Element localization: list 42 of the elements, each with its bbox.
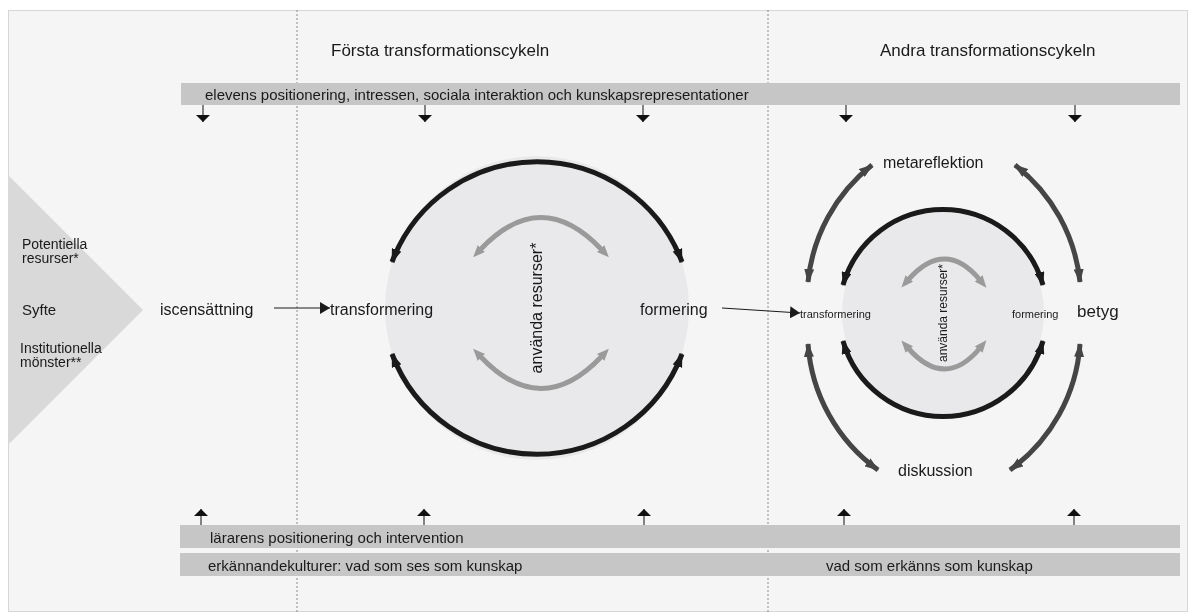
arrow: [840, 207, 1046, 286]
input-label: Syfte: [22, 300, 57, 320]
stage-label: diskussion: [898, 461, 973, 481]
arrow: [418, 104, 432, 123]
band-text: vad som erkänns som kunskap: [826, 556, 1033, 576]
arrow: [389, 352, 685, 457]
arrow: [1008, 343, 1084, 472]
arrow: [804, 343, 880, 472]
band-text: erkännandekulturer: vad som ses som kunskap: [208, 556, 523, 576]
column-title: Andra transformationscykeln: [880, 40, 1096, 62]
arrow: [273, 302, 331, 314]
top-band: [181, 83, 1180, 105]
stage-label: iscensättning: [160, 300, 254, 320]
band-text: elevens positionering, intressen, sociala interaktion och kunskapsrepresentationer: [205, 85, 749, 105]
stage-label: formering: [640, 300, 708, 320]
arrow: [1068, 104, 1082, 123]
arrow: [389, 159, 685, 264]
arrow: [840, 340, 1046, 419]
input-label: Potentiella resurser*: [22, 237, 89, 265]
stage-label: transformering: [800, 307, 871, 322]
arrow: [1013, 163, 1083, 283]
vertical-label: använda resurser*: [525, 242, 549, 374]
column-title: Första transformationscykeln: [331, 40, 550, 62]
stage-label: transformering: [330, 300, 434, 320]
bottom-band: [180, 525, 1180, 548]
input-label: Institutionella mönster**: [20, 341, 103, 369]
arrow: [637, 508, 651, 526]
arrow: [196, 104, 210, 123]
vertical-label: använda resurser*: [934, 263, 952, 363]
stage-label: metareflektion: [883, 153, 984, 173]
bottom-band: [180, 553, 1180, 576]
arrow: [721, 306, 801, 319]
arrow: [839, 104, 853, 123]
arrow: [1067, 508, 1081, 526]
stage-label: formering: [1012, 307, 1059, 322]
arrow: [194, 508, 208, 526]
arrow: [837, 508, 851, 526]
band-text: lärarens positionering och intervention: [210, 528, 464, 548]
arrow: [805, 163, 874, 283]
stage-label: betyg: [1077, 301, 1119, 323]
arrow: [636, 104, 650, 123]
arrow: [417, 508, 431, 526]
